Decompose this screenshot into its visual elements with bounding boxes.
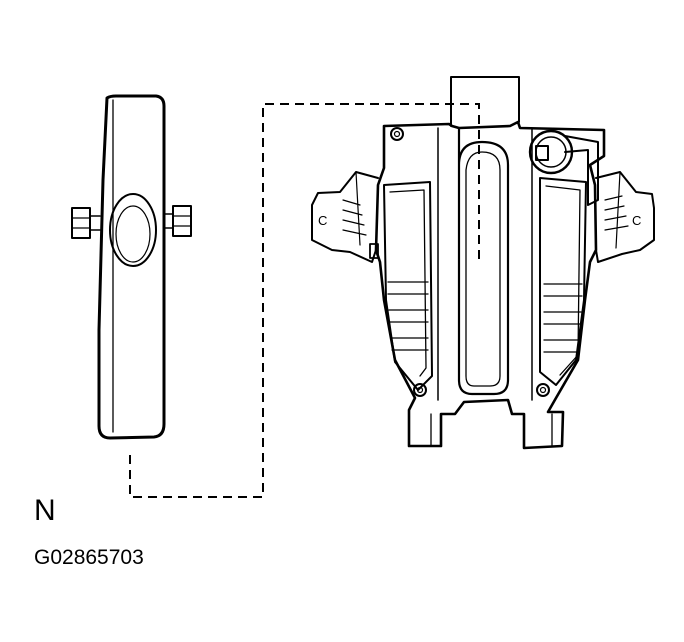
removed-cover-part <box>72 96 191 438</box>
assembly-dashed-line <box>130 104 479 497</box>
figure-id-label: G02865703 <box>34 546 144 569</box>
top-left-screw <box>391 128 403 140</box>
left-side-tab <box>370 244 378 258</box>
right-wing-clip-mark: C <box>632 213 641 228</box>
housing-top-tab <box>451 77 519 126</box>
left-wing-clip-mark: C <box>318 213 327 228</box>
right-wing-bracket <box>596 172 654 262</box>
right-bolt <box>164 206 191 236</box>
right-slot-ribs <box>544 284 582 352</box>
bottom-left-screw <box>414 384 426 396</box>
left-bolt <box>72 208 100 238</box>
view-marker-label: N <box>34 494 56 527</box>
center-u-cavity <box>459 128 508 394</box>
cover-oval-opening <box>110 194 156 266</box>
cover-oval-inner <box>116 206 150 262</box>
right-inner-slot <box>540 178 586 385</box>
side-latch <box>565 136 598 205</box>
connector-pin <box>536 146 548 160</box>
main-unit-housing: C C <box>312 77 654 448</box>
cover-body-outline <box>99 96 164 438</box>
left-slot-ribs <box>388 282 428 350</box>
bottom-right-screw <box>537 384 549 396</box>
left-wing-bracket <box>312 172 378 262</box>
housing-outline <box>376 122 604 448</box>
